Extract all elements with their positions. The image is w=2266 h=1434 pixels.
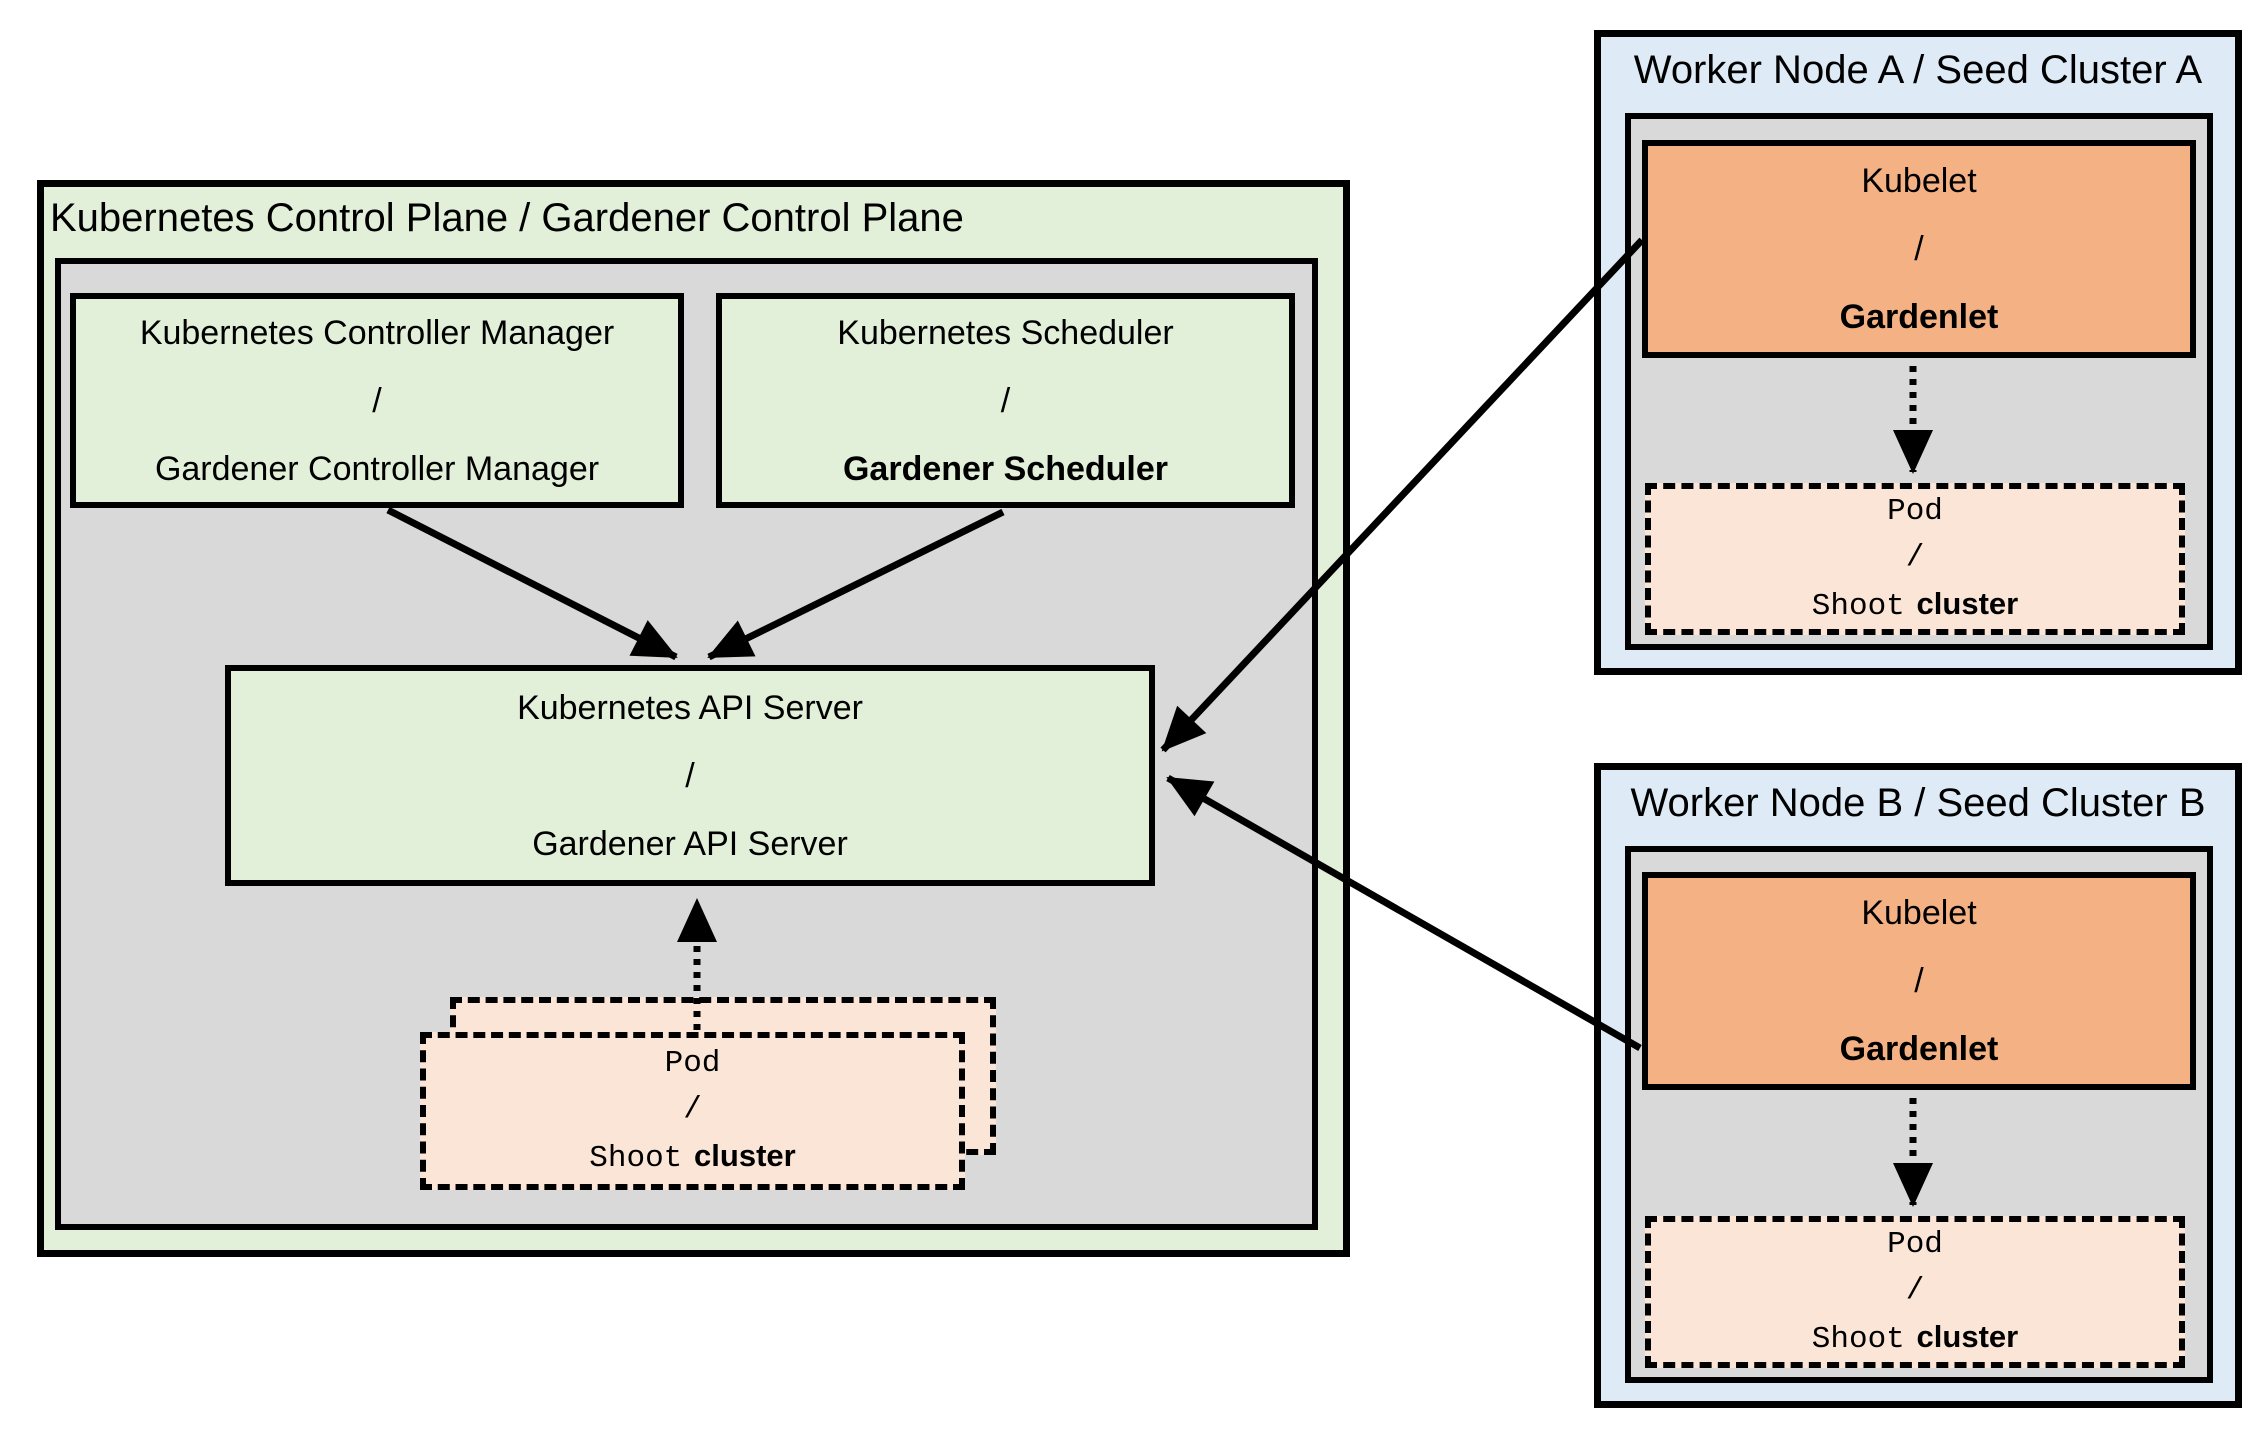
worker-b-pod-cluster-label: cluster: [1916, 1318, 2019, 1354]
api-server-line1: Kubernetes API Server: [517, 688, 863, 727]
worker-b-kubelet-separator: /: [1914, 962, 1924, 1000]
worker-node-a-pod-box: Pod / Shoot cluster: [1645, 483, 2185, 635]
control-plane-pod-cluster-label: cluster: [694, 1137, 796, 1173]
scheduler-line1: Kubernetes Scheduler: [837, 313, 1174, 352]
api-server-line2: Gardener API Server: [532, 824, 848, 863]
control-plane-pod-shoot-label: Shoot: [589, 1140, 683, 1176]
worker-a-kubelet-separator: /: [1914, 230, 1924, 268]
worker-a-pod-line3: Shoot cluster: [1812, 581, 2018, 630]
worker-node-a-kubelet-box: Kubelet / Gardenlet: [1642, 140, 2196, 358]
worker-b-pod-line1: Pod: [1887, 1226, 1943, 1262]
control-plane-pod-line1: Pod: [664, 1045, 721, 1081]
worker-b-pod-separator: /: [1905, 1272, 1925, 1308]
api-server-separator: /: [685, 756, 695, 795]
scheduler-box: Kubernetes Scheduler / Gardener Schedule…: [716, 293, 1295, 508]
control-plane-pod-box: Pod / Shoot cluster: [420, 1032, 965, 1190]
control-plane-title: Kubernetes Control Plane / Gardener Cont…: [50, 196, 964, 240]
scheduler-line2: Gardener Scheduler: [842, 449, 1168, 488]
control-plane-pod-line3: Shoot cluster: [589, 1133, 795, 1182]
worker-b-kubelet-line2: Gardenlet: [1839, 1030, 1999, 1068]
worker-a-kubelet-line1: Kubelet: [1861, 162, 1977, 200]
worker-node-b-kubelet-box: Kubelet / Gardenlet: [1642, 872, 2196, 1090]
worker-a-kubelet-line2: Gardenlet: [1839, 298, 1999, 336]
worker-b-kubelet-line1: Kubelet: [1861, 894, 1977, 932]
scheduler-separator: /: [1000, 381, 1011, 420]
api-server-box: Kubernetes API Server / Gardener API Ser…: [225, 665, 1155, 886]
control-plane-pod-separator: /: [683, 1091, 702, 1127]
controller-manager-separator: /: [372, 381, 382, 420]
controller-manager-box: Kubernetes Controller Manager / Gardener…: [70, 293, 684, 508]
worker-a-pod-separator: /: [1905, 539, 1925, 575]
worker-node-b-title: Worker Node B / Seed Cluster B: [1630, 781, 2206, 825]
worker-a-pod-cluster-label: cluster: [1916, 585, 2019, 621]
worker-b-pod-shoot-label: Shoot: [1811, 1321, 1905, 1357]
worker-b-pod-line3: Shoot cluster: [1812, 1314, 2018, 1363]
worker-a-pod-line1: Pod: [1887, 493, 1943, 529]
worker-node-b-pod-box: Pod / Shoot cluster: [1645, 1216, 2185, 1368]
worker-a-pod-shoot-label: Shoot: [1811, 588, 1905, 624]
controller-manager-line1: Kubernetes Controller Manager: [139, 313, 615, 352]
controller-manager-line2: Gardener Controller Manager: [154, 449, 600, 488]
worker-node-a-title: Worker Node A / Seed Cluster A: [1633, 48, 2203, 92]
